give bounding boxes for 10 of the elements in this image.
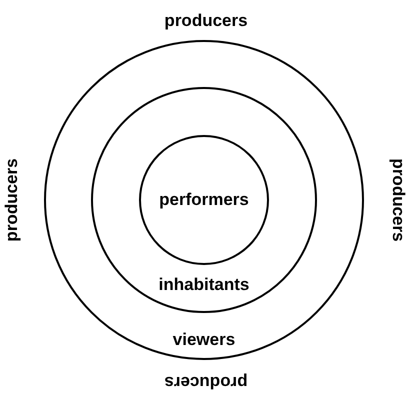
side-label: producers bbox=[2, 158, 22, 242]
ring-label: inhabitants bbox=[158, 275, 250, 295]
side-label: producers bbox=[164, 11, 248, 31]
side-label: producers bbox=[164, 372, 248, 392]
circle bbox=[91, 87, 317, 313]
ring-label: performers bbox=[159, 190, 249, 210]
circle bbox=[139, 135, 269, 265]
side-label: producers bbox=[388, 158, 408, 242]
circle bbox=[44, 40, 364, 360]
ring-label: viewers bbox=[172, 330, 236, 350]
